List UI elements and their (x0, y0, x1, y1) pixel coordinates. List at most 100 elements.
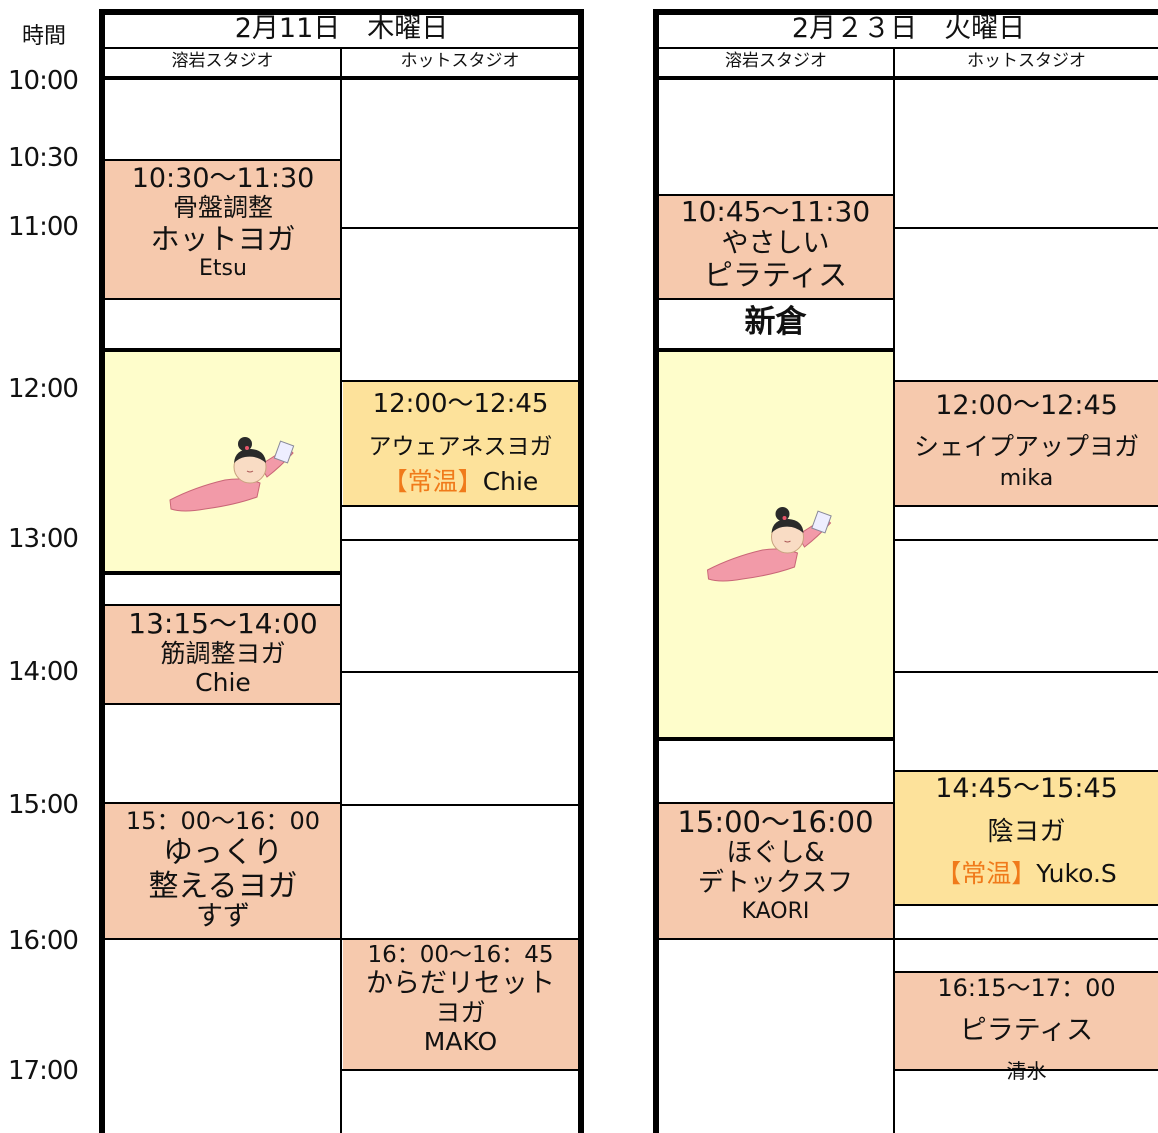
day1-top-border (99, 9, 584, 15)
day1-studio-line (99, 76, 584, 80)
grid-line (99, 938, 342, 940)
day1-lava-class-3[interactable]: 15：00～16：00 ゆっくり 整えるヨガ すず (105, 807, 341, 932)
day1-lava-block-1-bg (105, 161, 341, 299)
day1-lava-image-bg (105, 351, 341, 573)
day1-lava-class-2[interactable]: 13:15～14:00 筋調整ヨガ Chie (105, 607, 341, 698)
class-name: 整えるヨガ (148, 869, 298, 905)
day2-lava-instructor-niikura: 新倉 (744, 304, 807, 340)
grid-line (894, 1069, 1158, 1071)
class-instructor: Etsu (199, 256, 247, 282)
day1-hot-class-1[interactable]: 12:00～12:45 アウェアネスヨガ 【常温】Chie (343, 389, 578, 497)
time-label-1300: 13:00 (8, 524, 79, 554)
day1-studio-lava: 溶岩スタジオ (171, 51, 274, 71)
time-label-1500: 15:00 (8, 790, 79, 820)
grid-line (341, 671, 580, 673)
day2-hot-class-2[interactable]: 14:45～15:45 陰ヨガ 【常温】Yuko.S (895, 773, 1158, 889)
grid-line (99, 604, 342, 606)
grid-line (894, 380, 1158, 382)
class-instructor: KAORI (741, 899, 810, 925)
day1-lava-class-1[interactable]: 10:30～11:30 骨盤調整 ホットヨガ Etsu (105, 163, 341, 281)
time-label-1030: 10:30 (8, 143, 79, 173)
grid-line (341, 938, 580, 940)
class-time: 12:00～12:45 (935, 390, 1118, 421)
lying-girl-illustration (706, 507, 832, 582)
grid-line (341, 227, 580, 229)
time-label-1600: 16:00 (8, 926, 79, 956)
class-name: ホットヨガ (150, 221, 296, 256)
time-label-1400: 14:00 (8, 657, 79, 687)
day2-hot-class-1[interactable]: 12:00～12:45 シェイプアップヨガ mika (895, 390, 1158, 491)
class-time: 16：00～16：45 (367, 942, 554, 968)
day1-title: 2月11日 木曜日 (234, 13, 449, 44)
time-label-1700: 17:00 (8, 1056, 79, 1086)
class-time: 12:00～12:45 (372, 389, 549, 419)
class-time: 15:00～16:00 (677, 805, 874, 839)
day2-studio-lava: 溶岩スタジオ (725, 51, 827, 71)
class-name: デトックスフ (697, 868, 854, 899)
grid-line (341, 1069, 580, 1071)
grid-line (341, 380, 580, 382)
time-label-1100: 11:00 (8, 212, 79, 242)
grid-line (894, 671, 1158, 673)
grid-line (99, 348, 342, 352)
class-name: ピラティス (959, 1014, 1094, 1046)
class-instructor: MAKO (423, 1027, 498, 1057)
grid-line (341, 804, 580, 806)
class-tag: 【常温】 (382, 467, 483, 497)
day2-lava-class-2[interactable]: 15:00～16:00 ほぐし& デトックスフ KAORI (658, 805, 893, 925)
class-name: 骨盤調整 (172, 193, 273, 223)
class-time: 13:15～14:00 (128, 607, 318, 640)
day2-hot-block-3-bg (895, 973, 1158, 1069)
grid-line (653, 348, 895, 352)
day2-title-line (653, 47, 1158, 49)
time-label-1000: 10:00 (8, 66, 79, 96)
day2-hot-class-3[interactable]: 16:15～17：00 ピラティス 清水 (895, 974, 1158, 1083)
day1-divider (340, 48, 342, 1133)
class-name: 筋調整ヨガ (160, 639, 286, 669)
class-name: ピラティス (703, 258, 848, 293)
day2-top-border (653, 9, 1158, 15)
grid-line (653, 194, 895, 196)
class-name: アウェアネスヨガ (368, 433, 553, 460)
class-name: ゆっくり (163, 834, 283, 870)
class-time: 16:15～17：00 (937, 974, 1116, 1002)
grid-line (99, 159, 342, 161)
day2-lava-class-1[interactable]: 10:45～11:30 やさしい ピラティス (658, 195, 893, 293)
grid-line (341, 505, 580, 507)
day2-lava-block-1-bg (658, 195, 893, 298)
class-tag: 【常温】 (936, 858, 1037, 888)
grid-line (99, 703, 342, 705)
day2-hot-block-1-bg (895, 381, 1158, 506)
day2-left-border (653, 9, 659, 1133)
day1-lava-block-2-bg (105, 606, 341, 704)
grid-line (99, 298, 342, 300)
grid-line (894, 227, 1158, 229)
grid-line (653, 298, 895, 300)
class-time: 10:45～11:30 (680, 195, 871, 228)
day2-studio-hot: ホットスタジオ (967, 51, 1086, 71)
grid-line (99, 802, 342, 804)
class-time: 15：00～16：00 (125, 807, 321, 835)
class-instructor: すず (196, 900, 250, 932)
day1-hot-block-2-bg (343, 940, 578, 1070)
day2-divider (893, 48, 895, 1133)
grid-line (341, 539, 580, 541)
day2-title: 2月２３日 火曜日 (791, 13, 1026, 44)
day1-hot-class-2[interactable]: 16：00～16：45 からだリセット ヨガ MAKO (343, 942, 578, 1057)
day1-lava-block-3-bg (105, 804, 341, 938)
time-label-1200: 12:00 (8, 374, 79, 404)
grid-line (894, 770, 1158, 772)
class-instructor: mika (999, 465, 1054, 491)
class-name: ヨガ (435, 998, 486, 1028)
day2-lava-block-2-bg (658, 804, 893, 938)
class-time: 14:45～15:45 (935, 773, 1118, 804)
class-time: 10:30～11:30 (131, 163, 315, 194)
time-header: 時間 (22, 24, 67, 49)
day2-hot-block-2-bg (895, 772, 1158, 905)
class-instructor: Yuko.S (1036, 858, 1117, 888)
class-name: シェイプアップヨガ (913, 432, 1139, 462)
day2-studio-line (653, 76, 1158, 80)
day1-studio-hot: ホットスタジオ (400, 51, 520, 71)
grid-line (894, 539, 1158, 541)
grid-line (894, 971, 1158, 973)
